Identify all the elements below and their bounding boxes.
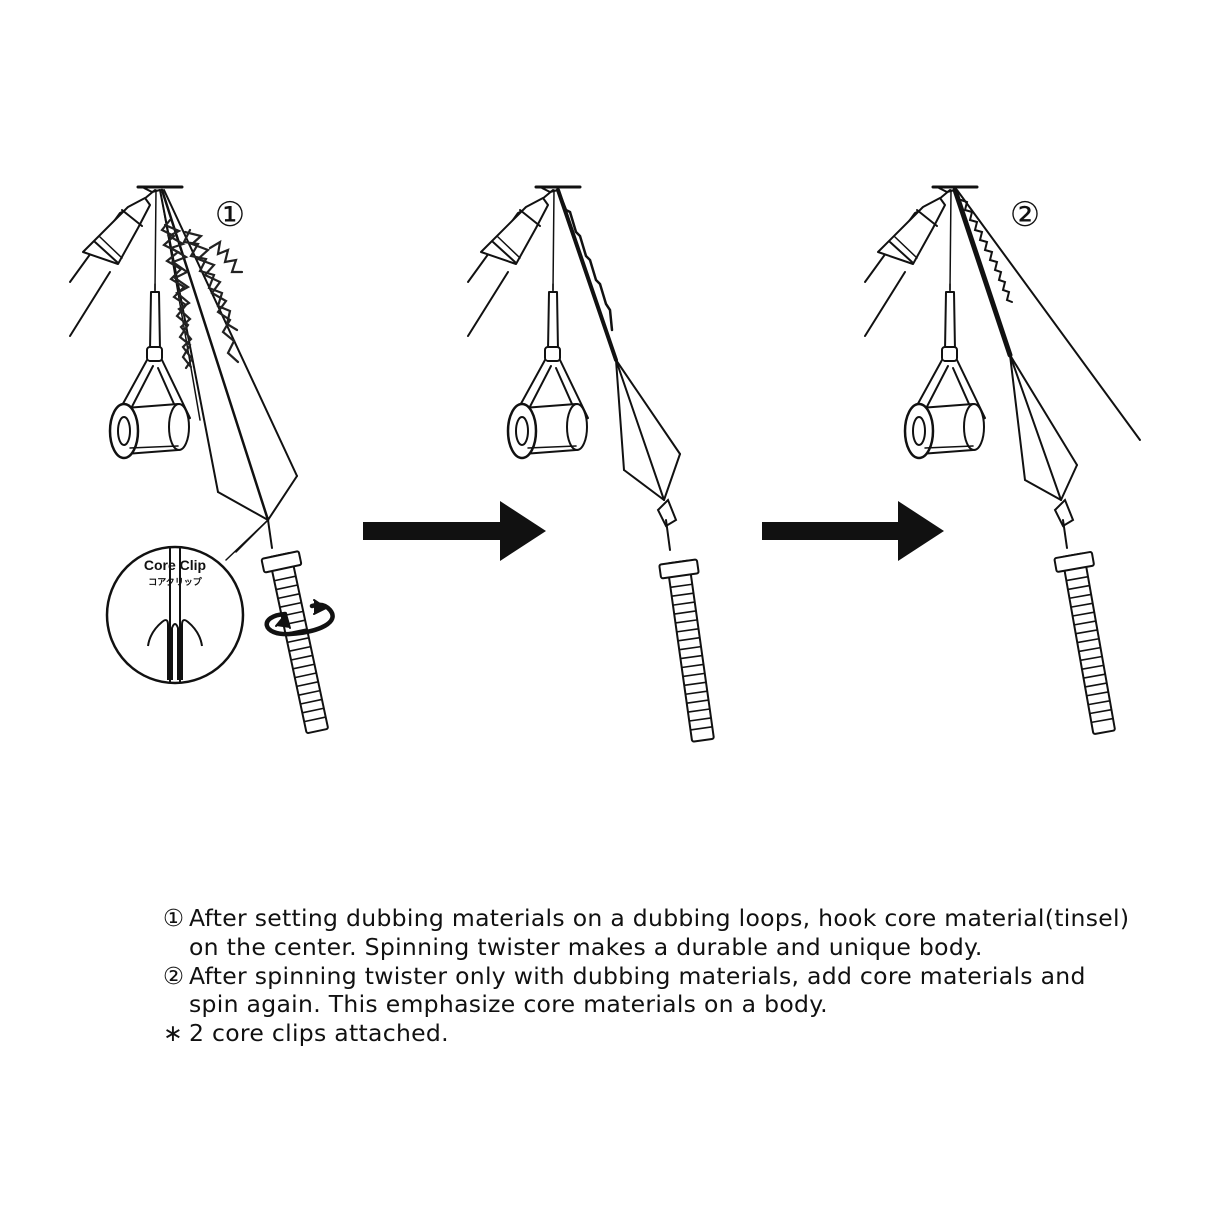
spinning-twister: [260, 550, 338, 737]
callout-title: Core Clip: [144, 557, 206, 573]
caption-text: 2 core clips attached.: [189, 1019, 449, 1048]
caption-step-2: ② After spinning twister only with dubbi…: [163, 962, 1143, 1020]
core-clip-callout: Core Clip コアクリップ: [105, 545, 245, 685]
right-arrow-icon: [363, 501, 546, 561]
dubbing-fur: [160, 218, 244, 370]
spinning-twister: [1053, 550, 1124, 737]
step-label-3: ②: [1010, 195, 1040, 235]
caption-list: ① After setting dubbing materials on a d…: [163, 904, 1143, 1048]
right-arrow-icon: [762, 501, 944, 561]
caption-note: ∗ 2 core clips attached.: [163, 1019, 1143, 1048]
caption-text: After spinning twister only with dubbing…: [189, 961, 1086, 1019]
panel-1: Core Clip コアクリップ ①: [68, 185, 338, 737]
spinning-twister: [658, 558, 723, 744]
panel-2: [466, 185, 723, 744]
caption-text: After setting dubbing materials on a dub…: [189, 904, 1130, 961]
caption-mark: ①: [163, 904, 185, 932]
caption-mark: ②: [163, 961, 185, 990]
step-label-1: ①: [215, 195, 245, 235]
panel-3: ②: [863, 185, 1141, 737]
dubbing-loop-diagram: Core Clip コアクリップ ①: [68, 185, 1141, 744]
caption-step-1: ① After setting dubbing materials on a d…: [163, 904, 1143, 962]
rotation-arrow-icon: [264, 599, 335, 637]
caption-mark: ∗: [163, 1019, 183, 1048]
callout-subtitle: コアクリップ: [148, 576, 203, 588]
